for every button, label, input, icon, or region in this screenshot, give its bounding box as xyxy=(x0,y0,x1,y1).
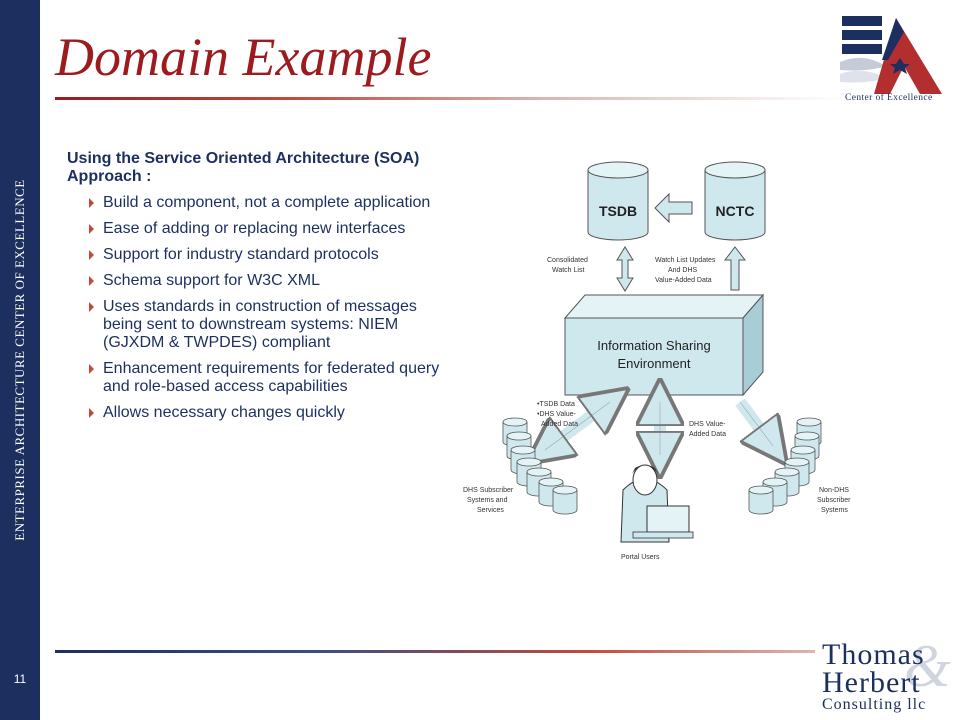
watch-list-arrow xyxy=(723,246,747,291)
th-logo-line-3: Consulting llc xyxy=(822,696,927,713)
bullet-item: Schema support for W3C XML xyxy=(67,272,459,290)
tsdb-data-label-2: •DHS Value- xyxy=(537,411,577,418)
tsdb-data-label-1: •TSDB Data xyxy=(537,401,575,408)
consolidated-label-2: Watch List xyxy=(552,267,584,274)
bullet-list: Build a component, not a complete applic… xyxy=(67,194,459,422)
dhs-subscriber-label-3: Services xyxy=(477,507,504,514)
watchlist-label-3: Value-Added Data xyxy=(655,277,712,284)
sidebar: ENTERPRISE ARCHITECTURE CENTER OF EXCELL… xyxy=(0,0,40,720)
bullet-item: Support for industry standard protocols xyxy=(67,246,459,264)
non-dhs-databases-icon xyxy=(748,417,822,515)
th-logo-line-2: Herbert xyxy=(822,666,921,699)
bullet-arrow-icon xyxy=(89,302,94,312)
nctc-label: NCTC xyxy=(716,203,755,219)
watchlist-label-2: And DHS xyxy=(668,267,698,274)
portal-user-icon xyxy=(620,464,694,543)
th-logo-line-1: Thomas xyxy=(822,638,925,671)
intro-text: Using the Service Oriented Architecture … xyxy=(67,150,420,185)
sidebar-vertical-text: ENTERPRISE ARCHITECTURE CENTER OF EXCELL… xyxy=(12,179,27,541)
bullet-arrow-icon xyxy=(89,224,94,234)
tsdb-label: TSDB xyxy=(599,203,637,219)
non-dhs-label-2: Subscriber xyxy=(817,497,851,504)
consolidated-arrow xyxy=(616,246,634,292)
dhs-subscriber-label-2: Systems and xyxy=(467,497,508,504)
bullet-item: Uses standards in construction of messag… xyxy=(67,298,459,352)
dhs-value-label-1: DHS Value- xyxy=(689,421,726,428)
bullet-item: Build a component, not a complete applic… xyxy=(67,194,459,212)
bullet-arrow-icon xyxy=(89,408,94,418)
bullet-arrow-icon xyxy=(89,364,94,374)
nctc-database-icon xyxy=(704,161,766,241)
bullet-item: Enhancement requirements for federated q… xyxy=(67,360,459,396)
tsdb-database-icon xyxy=(587,161,649,241)
thomas-herbert-logo: & Thomas Herbert Consulting llc xyxy=(812,633,952,720)
dhs-subscriber-label-1: DHS Subscriber xyxy=(463,487,514,494)
coe-caption: Center of Excellence xyxy=(845,93,933,103)
title-rule xyxy=(55,97,845,100)
slide-title: Domain Example xyxy=(55,27,432,87)
non-dhs-label-1: Non-DHS xyxy=(819,487,849,494)
ise-label-1: Information Sharing xyxy=(597,338,710,353)
bullet-item: Allows necessary changes quickly xyxy=(67,404,459,422)
footer-rule xyxy=(55,650,815,653)
bullet-arrow-icon xyxy=(89,276,94,286)
nctc-to-tsdb-arrow xyxy=(654,192,693,224)
consolidated-label-1: Consolidated xyxy=(547,257,588,264)
page-number: 11 xyxy=(13,672,27,686)
center-of-excellence-logo xyxy=(840,16,942,94)
th-logo-ampersand: & xyxy=(904,633,951,699)
dhs-subscriber-databases-icon xyxy=(502,417,578,515)
bullet-arrow-icon xyxy=(89,250,94,260)
non-dhs-label-3: Systems xyxy=(821,507,848,514)
architecture-diagram: TSDB NCTC Consolidated Watch List Watch … xyxy=(463,161,851,561)
bullet-item: Ease of adding or replacing new interfac… xyxy=(67,220,459,238)
dhs-value-label-2: Added Data xyxy=(689,431,726,438)
slide-body: Using the Service Oriented Architecture … xyxy=(67,150,459,430)
tsdb-data-label-3: Added Data xyxy=(541,421,578,428)
portal-users-label: Portal Users xyxy=(621,554,660,561)
bullet-arrow-icon xyxy=(89,198,94,208)
ise-label-2: Environment xyxy=(618,356,691,371)
watchlist-label-1: Watch List Updates xyxy=(655,257,716,264)
